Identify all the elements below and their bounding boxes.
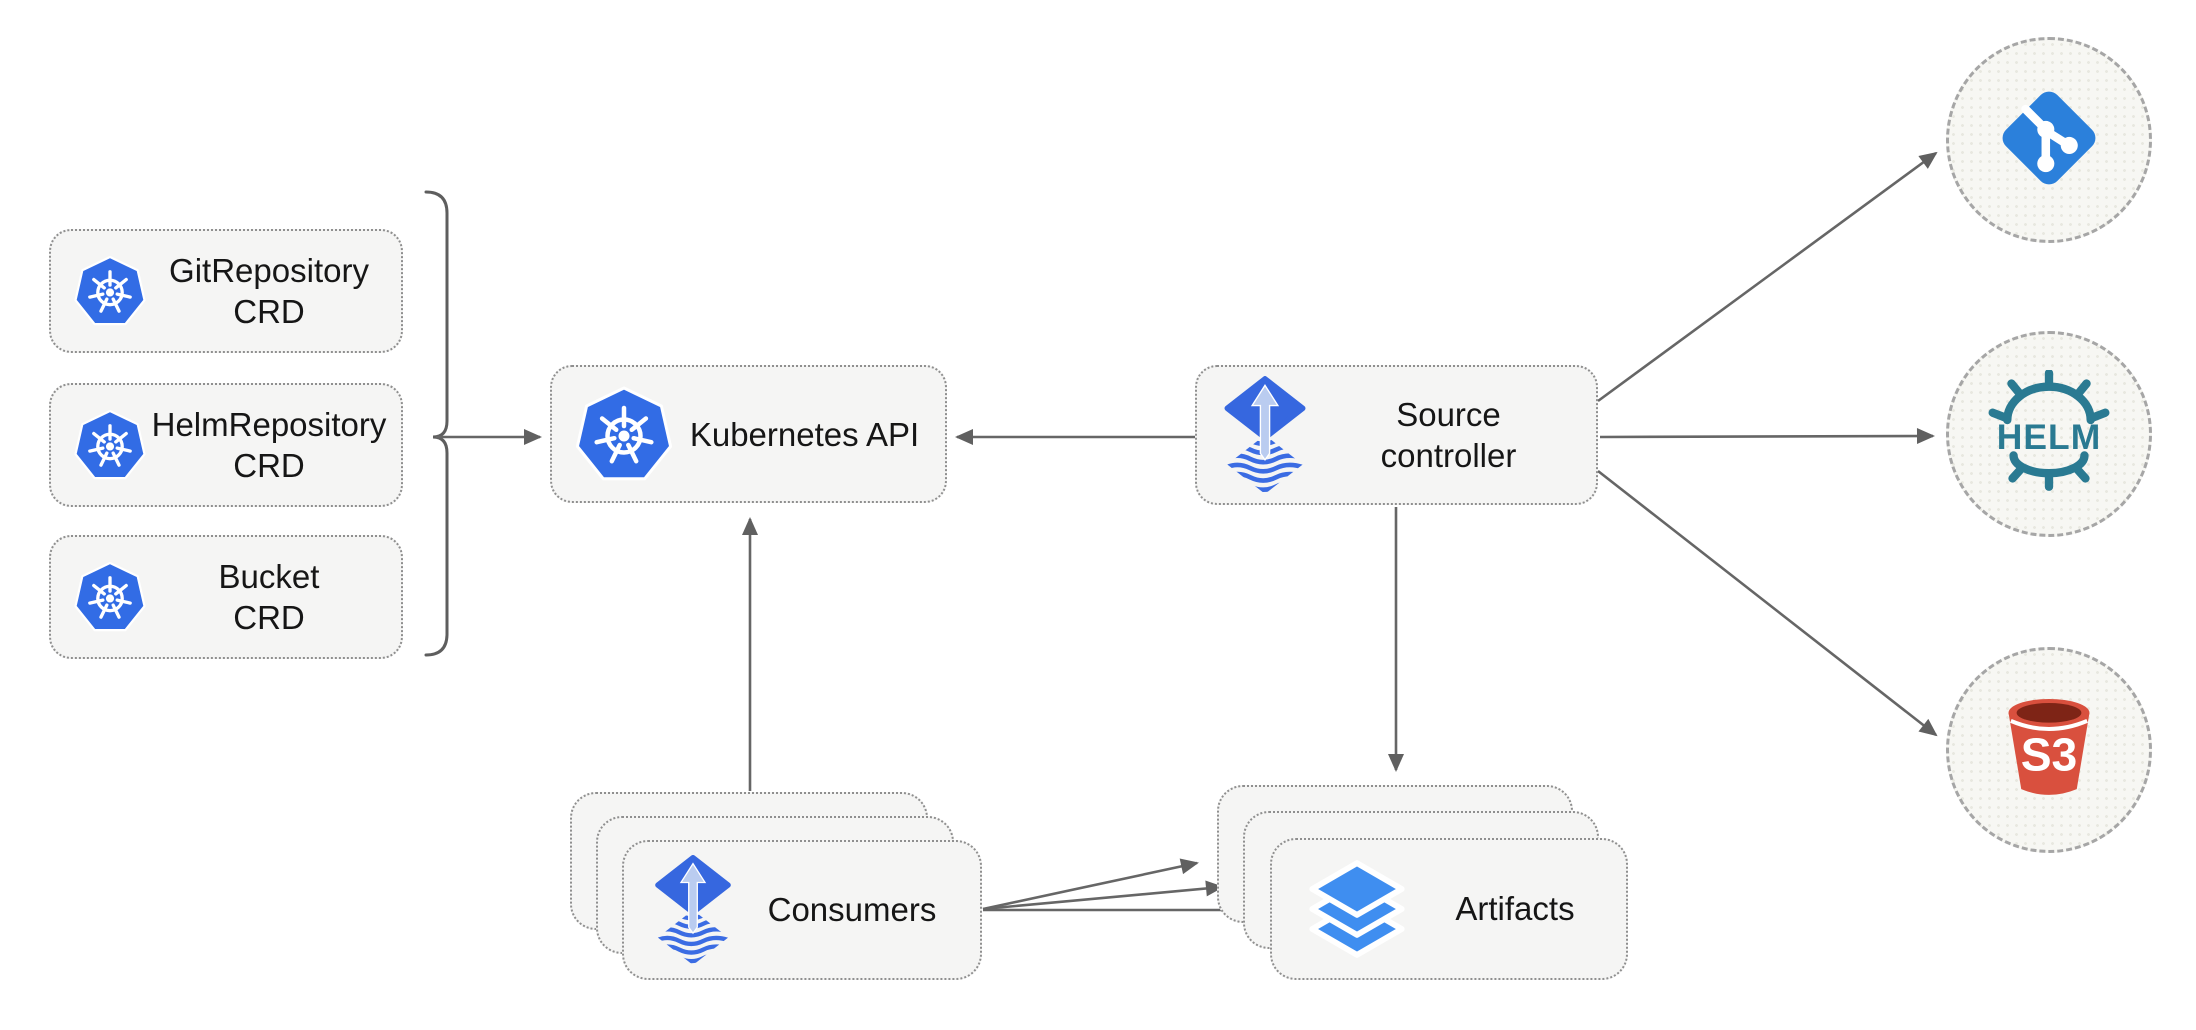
label-line: Source	[1396, 396, 1501, 433]
edge-consumers-to-artifacts-1	[982, 858, 1199, 911]
s3-logo-text: S3	[2021, 729, 2078, 781]
consumers-box: Consumers	[622, 840, 982, 980]
helm-logo-icon: HELM	[1976, 368, 2122, 498]
edge-source-to-helm	[1599, 428, 1935, 445]
artifacts-label: Artifacts	[1455, 890, 1575, 927]
label-line: CRD	[233, 447, 305, 484]
kubernetes-api-box: Kubernetes API	[550, 365, 947, 503]
kubernetes-icon	[73, 254, 147, 328]
gitrepository-crd-box: GitRepository CRD	[49, 229, 403, 353]
kubernetes-icon	[73, 560, 147, 634]
artifacts-box: Artifacts	[1270, 838, 1628, 980]
edge-consumers-to-artifacts-2	[982, 880, 1224, 911]
bucket-crd-box: Bucket CRD	[49, 535, 403, 659]
source-controller-label: Source controller	[1311, 394, 1596, 476]
edge-source-to-git	[1597, 151, 1938, 403]
helmrepository-crd-box: HelmRepository CRD	[49, 383, 403, 507]
helm-repository-circle: HELM	[1946, 331, 2152, 537]
git-logo-icon	[1985, 74, 2113, 207]
label-line: CRD	[233, 599, 305, 636]
label-line: controller	[1380, 437, 1517, 474]
kubernetes-api-label: Kubernetes API	[689, 415, 920, 453]
kubernetes-icon	[73, 408, 147, 482]
consumers-label: Consumers	[767, 891, 937, 928]
layers-icon	[1298, 849, 1416, 969]
kubernetes-icon	[574, 384, 674, 484]
label-line: HelmRepository	[151, 406, 387, 443]
s3-bucket-icon: S3	[1991, 692, 2107, 808]
flux-icon	[650, 855, 736, 965]
source-controller-box: Source controller	[1195, 365, 1598, 505]
crd-group-brace	[424, 190, 449, 657]
bucket-crd-label: Bucket CRD	[147, 556, 401, 638]
helmrepository-crd-label: HelmRepository CRD	[147, 404, 401, 486]
edge-source-to-s3	[1597, 469, 1938, 737]
label-line: Bucket	[218, 558, 320, 595]
label-line: CRD	[233, 293, 305, 330]
git-remote-circle	[1946, 37, 2152, 243]
s3-bucket-circle: S3	[1946, 647, 2152, 853]
label-line: GitRepository	[169, 252, 369, 289]
flux-icon	[1219, 376, 1311, 494]
helm-logo-text: HELM	[1997, 417, 2102, 457]
gitrepository-crd-label: GitRepository CRD	[147, 250, 401, 332]
